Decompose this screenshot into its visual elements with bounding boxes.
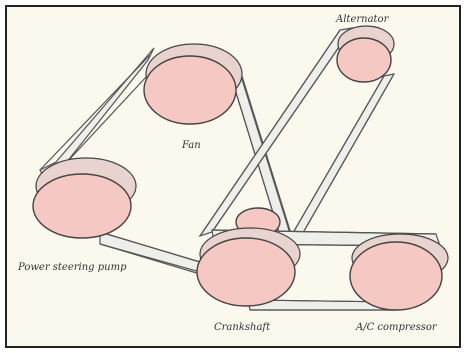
alternator-label: Alternator — [335, 14, 390, 25]
power-steering-label: Power steering pump — [17, 262, 127, 273]
power-steering-pulley — [33, 158, 136, 238]
crankshaft-label: Crankshaft — [214, 322, 271, 333]
ac-compressor-label: A/C compressor — [355, 322, 438, 333]
alternator-pulley — [337, 26, 394, 82]
fan-label: Fan — [181, 140, 201, 151]
